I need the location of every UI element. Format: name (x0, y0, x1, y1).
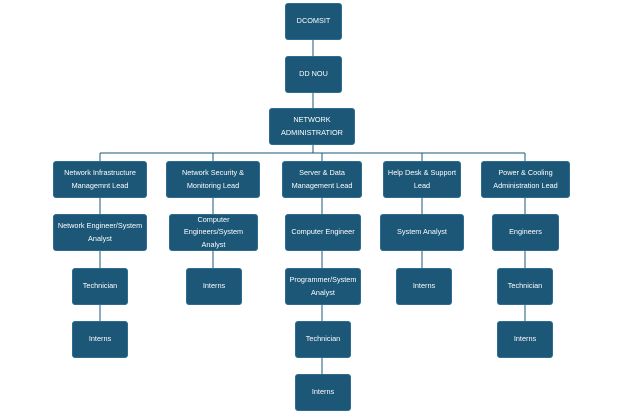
lead-label: Network Security & Monitoring Lead (181, 168, 245, 190)
node-lead-server-data: Server & Data Management Lead (282, 161, 362, 198)
role-label: Interns (412, 281, 436, 291)
node-admin: NETWORK ADMINISTRATIOR (269, 108, 355, 145)
role-label: Technician (305, 334, 341, 344)
node-lead-network-infrastructure: Network Infrastructure Managemnt Lead (53, 161, 147, 198)
role-label: Interns (88, 334, 112, 344)
node-technician-power: Technician (497, 268, 553, 305)
node-system-analyst: System Analyst (380, 214, 464, 251)
role-label: Engineers (509, 227, 542, 237)
node-lead-help-desk: Help Desk & Support Lead (383, 161, 461, 198)
role-label: Computer Engineer (291, 227, 355, 237)
lead-label: Help Desk & Support Lead (387, 168, 457, 190)
node-lead-power-cooling: Power & Cooling Administration Lead (481, 161, 570, 198)
node-interns-server: Interns (295, 374, 351, 411)
node-network-engineer: Network Engineer/System Analyst (53, 214, 147, 251)
node-computer-engineer: Computer Engineer (285, 214, 361, 251)
node-director-label: DCOMSIT (296, 16, 331, 26)
role-label: Network Engineer/System Analyst (57, 221, 143, 243)
node-engineers: Engineers (492, 214, 559, 251)
node-deputy-label: DD NOU (299, 69, 328, 79)
node-programmer: Programmer/System Analyst (285, 268, 361, 305)
node-admin-label: NETWORK ADMINISTRATIOR (281, 115, 343, 137)
role-label: Computer Engineers/System Analyst (183, 214, 244, 249)
lead-label: Power & Cooling Administration Lead (493, 168, 558, 190)
node-computer-engineers: Computer Engineers/System Analyst (169, 214, 258, 251)
node-interns-power: Interns (497, 321, 553, 358)
node-interns-infra: Interns (72, 321, 128, 358)
node-lead-network-security: Network Security & Monitoring Lead (166, 161, 260, 198)
lead-label: Server & Data Management Lead (291, 168, 353, 190)
node-director: DCOMSIT (285, 3, 342, 40)
node-interns-helpdesk: Interns (396, 268, 452, 305)
role-label: Interns (311, 387, 335, 397)
role-label: Technician (82, 281, 118, 291)
node-technician-infra: Technician (72, 268, 128, 305)
role-label: Interns (202, 281, 226, 291)
role-label: Interns (513, 334, 537, 344)
role-label: Programmer/System Analyst (289, 275, 357, 297)
role-label: Technician (507, 281, 543, 291)
role-label: System Analyst (397, 227, 447, 237)
lead-label: Network Infrastructure Managemnt Lead (64, 168, 136, 190)
node-technician-server: Technician (295, 321, 351, 358)
node-deputy: DD NOU (285, 56, 342, 93)
node-interns-security: Interns (186, 268, 242, 305)
